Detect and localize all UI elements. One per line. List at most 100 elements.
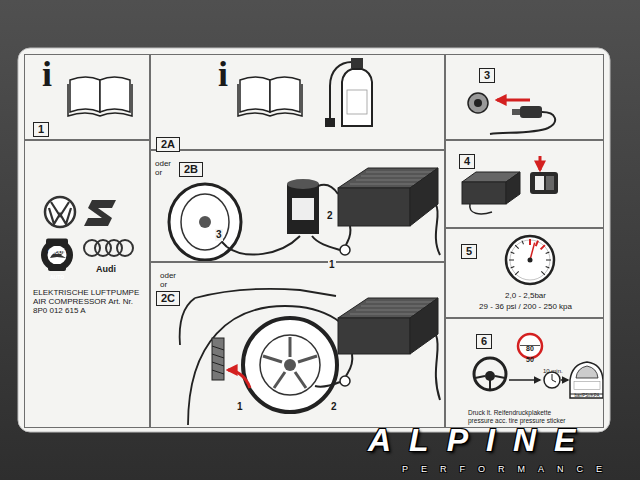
hose [346,354,352,376]
compressor [366,302,432,303]
compressor [350,184,416,185]
compressor [366,172,432,173]
steering-wheel [489,380,491,389]
label-holder: 2 [330,396,338,414]
text-holder: 2,0 - 2,5bar [451,291,600,300]
step-number: 2A [156,137,180,152]
hose [315,382,340,387]
car-body [180,298,195,345]
manual-book-icon [70,77,100,112]
product-description: ELEKTRISCHE LUFTPUMPE AIR COMPRESSOR Art… [33,288,147,316]
manual-book-icon [238,77,302,116]
compressor [356,180,421,181]
alternative-word: or [160,280,167,289]
brand-wordmark: AUTO [50,275,64,280]
compressor [350,314,416,315]
pressure-gauge [529,239,531,245]
pressure-gauge [515,271,519,275]
car-body [188,306,360,425]
pressure-value: 2,0 - 2,5bar [451,291,600,300]
pressure-gauge [528,258,533,263]
steering-wheel [495,376,505,378]
speed-sign [518,334,542,358]
power-socket [497,99,530,102]
hose [227,185,440,255]
brand-cell: ELEKTRISCHE LUFTPUMPE AIR COMPRESSOR Art… [24,140,150,428]
seat-logo [84,200,116,226]
callout-number: 2 [326,210,334,222]
speed-value: 50 [526,356,534,363]
compressor [361,306,427,307]
label-holder: i [42,56,52,92]
step-cell: 2A [150,54,445,150]
pressure-gauge [522,241,524,245]
pressure-gauge [509,241,551,275]
hose-gauge [340,376,350,386]
vw-logo [49,208,71,224]
hose [318,185,338,194]
label-holder: 1 [236,396,244,414]
callout-number: 1 [236,401,244,413]
steering-wheel [485,371,495,381]
clock-icon [544,372,560,388]
alternative-word: oder [155,159,171,168]
callout-number: 2 [330,401,338,413]
text-holder: 6 [476,331,492,349]
step-cell: 3 [445,54,604,140]
vw-logo [45,197,75,227]
wheel [243,318,337,412]
speed-value: 80 [526,345,534,352]
compressor [338,318,410,354]
pressure-gauge [541,271,545,275]
callout-number: 1 [328,259,336,271]
sealant-bottle [325,118,335,127]
wheel [243,318,337,412]
power-socket [512,109,520,115]
text-holder: 1 [33,119,49,137]
pressure-value: 29 - 36 psi / 200 - 250 kpa [451,302,600,311]
power-socket [474,99,482,107]
label-panel [18,48,610,432]
step-number: 5 [461,244,477,259]
pressure-gauge [546,260,551,261]
wheel [295,372,306,388]
sealant-bottle [325,58,372,127]
compressor [410,298,438,354]
brand-wordmark: ŠKODA [48,250,66,255]
red-arrow [228,370,250,388]
wheel [260,335,320,395]
sealant-canister [287,184,319,234]
label-holder: or [155,161,162,179]
pressure-gauge [511,252,515,254]
wheel [263,337,317,388]
hose [436,205,440,255]
callout-number: 3 [215,229,223,241]
sealant-canister [287,179,319,189]
step-cell: 6Druck lt. Reifendruckplakettepressure a… [445,318,604,428]
label-holder: bar/PSI/KPA [575,383,600,401]
compressor [338,188,410,226]
power-socket [468,93,488,113]
wheel [298,356,317,362]
compressor-icon [462,182,506,204]
pressure-gauge [506,236,554,284]
text-holder: 2C [156,288,180,306]
car-rear [574,382,600,390]
power-switch [535,176,544,190]
suspension-strut [212,338,224,380]
step-number: 4 [459,154,475,169]
compressor [338,168,438,226]
sealant-bottle [347,90,367,114]
compressor-icon [470,204,492,214]
compressor [356,310,421,311]
car-body [180,289,360,425]
audi-logo [117,240,133,256]
step-number: 6 [476,334,492,349]
step-number: 3 [479,68,495,83]
power-socket [520,106,542,118]
pressure-gauge [506,236,554,284]
manual-book-icon [100,77,130,112]
